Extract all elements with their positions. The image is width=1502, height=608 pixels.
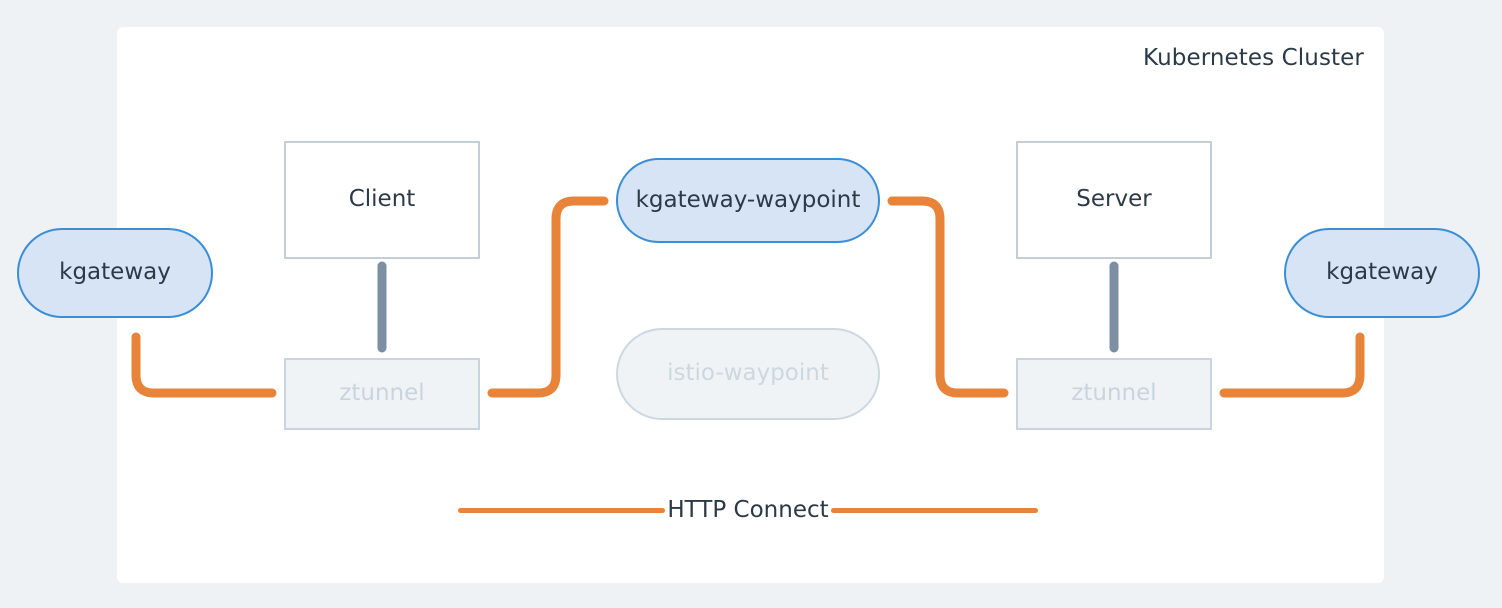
node-kgateway-right[interactable]: kgateway	[1284, 228, 1480, 318]
legend-http-connect: HTTP Connect	[458, 494, 1038, 526]
node-kgateway-waypoint[interactable]: kgateway-waypoint	[616, 158, 880, 243]
node-label: kgateway	[59, 259, 171, 286]
node-kgateway-left[interactable]: kgateway	[17, 228, 213, 318]
node-label: kgateway-waypoint	[635, 186, 861, 213]
node-label: ztunnel	[1071, 380, 1157, 407]
node-ztunnel-right[interactable]: ztunnel	[1016, 358, 1212, 430]
cluster-title: Kubernetes Cluster	[1143, 45, 1364, 71]
node-label: kgateway	[1326, 259, 1438, 286]
legend-line-right	[830, 507, 1038, 513]
node-label: ztunnel	[339, 380, 425, 407]
legend-label: HTTP Connect	[667, 497, 829, 523]
node-label: istio-waypoint	[667, 360, 829, 387]
node-label: Client	[348, 186, 416, 213]
node-server[interactable]: Server	[1016, 141, 1212, 259]
node-label: Server	[1076, 186, 1152, 213]
legend-line-left	[458, 507, 666, 513]
node-istio-waypoint[interactable]: istio-waypoint	[616, 328, 880, 420]
node-client[interactable]: Client	[284, 141, 480, 259]
kubernetes-cluster-card: Kubernetes Cluster	[117, 27, 1384, 583]
node-ztunnel-left[interactable]: ztunnel	[284, 358, 480, 430]
